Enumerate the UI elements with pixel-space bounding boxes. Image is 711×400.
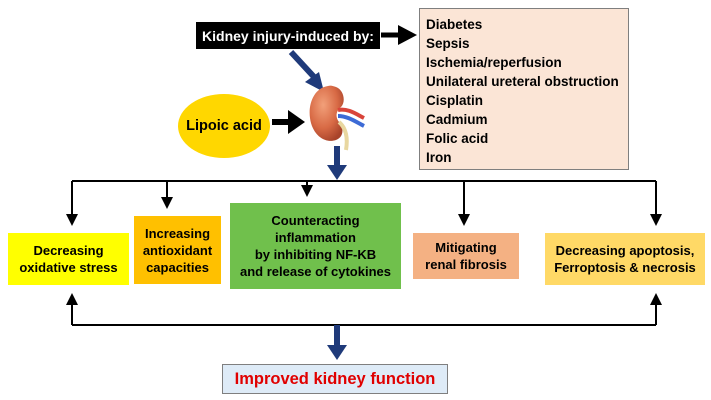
arrowhead-trigger-to-causes bbox=[398, 25, 417, 45]
cause-item: Cisplatin bbox=[426, 93, 484, 108]
effect-counteracting-inflammation: Counteracting inflammation by inhibiting… bbox=[230, 203, 401, 289]
cause-item: Ischemia/reperfusion bbox=[426, 55, 562, 70]
cause-item: Cadmium bbox=[426, 112, 488, 127]
effect-decreasing-apoptosis: Decreasing apoptosis, Ferroptosis & necr… bbox=[545, 233, 705, 285]
arrowhead-to-outcome bbox=[327, 345, 347, 360]
causes-list: Diabetes Sepsis Ischemia/reperfusion Uni… bbox=[419, 8, 629, 170]
outcome-improved-kidney-function: Improved kidney function bbox=[222, 364, 448, 394]
cause-item: Folic acid bbox=[426, 131, 489, 146]
lipoic-acid-node: Lipoic acid bbox=[178, 94, 270, 158]
effect-decreasing-oxidative-stress: Decreasing oxidative stress bbox=[8, 233, 129, 285]
cause-item: Iron bbox=[426, 150, 452, 165]
cause-item: Diabetes bbox=[426, 17, 483, 32]
arrowhead-kidney-down bbox=[327, 165, 347, 180]
effect-mitigating-renal-fibrosis: Mitigating renal fibrosis bbox=[413, 233, 519, 279]
effect-increasing-antioxidant-capacities: Increasing antioxidant capacities bbox=[134, 216, 221, 284]
kidney-icon bbox=[309, 85, 365, 151]
arrowhead-trigger-to-kidney bbox=[305, 72, 324, 92]
cause-item: Sepsis bbox=[426, 36, 470, 51]
cause-item: Unilateral ureteral obstruction bbox=[426, 74, 619, 89]
arrow-trigger-to-kidney bbox=[288, 49, 318, 81]
trigger-label: Kidney injury-induced by: bbox=[196, 22, 380, 49]
arrowhead-lipoic-to-kidney bbox=[288, 110, 305, 134]
